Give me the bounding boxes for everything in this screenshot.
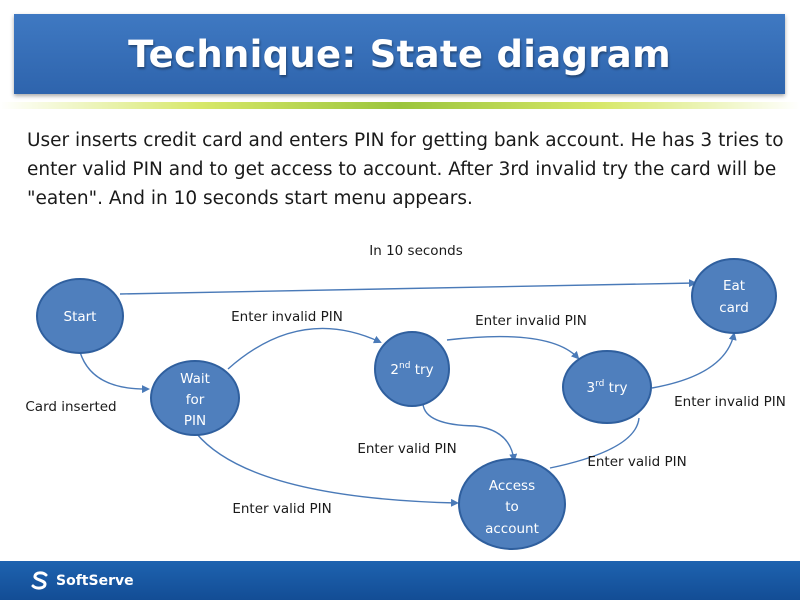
state-second-try-label: 2nd try — [390, 361, 433, 378]
page-title: Technique: State diagram — [128, 32, 671, 76]
state-third-try — [562, 350, 652, 424]
state-eat-label-line1: Eat — [723, 278, 745, 294]
softserve-logo-icon — [31, 571, 48, 590]
label-timeout: In 10 seconds — [369, 243, 462, 259]
transition-timeout-line — [119, 279, 697, 295]
label-invalid-3: Enter invalid PIN — [674, 394, 786, 410]
transition-invalid-2-line — [446, 335, 580, 360]
state-wait-for-pin — [150, 360, 240, 436]
state-eat-label-line2: card — [719, 300, 749, 316]
description-text: User inserts credit card and enters PIN … — [27, 130, 784, 209]
transition-invalid-1-line — [227, 327, 382, 370]
state-eat-card — [691, 258, 777, 334]
label-invalid-1: Enter invalid PIN — [231, 309, 343, 325]
label-valid-from-second: Enter valid PIN — [357, 441, 456, 457]
state-third-try-label: 3rd try — [587, 379, 628, 396]
label-valid-from-third: Enter valid PIN — [587, 454, 686, 470]
label-invalid-2: Enter invalid PIN — [475, 313, 587, 329]
state-wait-label-line2: for — [186, 392, 205, 408]
accent-line — [0, 102, 800, 109]
transition-valid-from-wait-line — [195, 432, 459, 507]
softserve-logo: SoftServe — [30, 571, 134, 591]
transition-card-inserted-line — [79, 351, 150, 394]
state-start-label: Start — [64, 309, 97, 325]
label-card-inserted: Card inserted — [25, 399, 116, 415]
state-wait-label-line3: PIN — [184, 413, 206, 429]
state-access-label-line2: to — [505, 499, 519, 515]
footer-bar: SoftServe — [0, 561, 800, 600]
transition-valid-from-second-line — [422, 403, 518, 462]
state-access-account — [458, 458, 566, 550]
state-start — [36, 278, 124, 354]
state-wait-label-line1: Wait — [180, 371, 210, 387]
title-bar: Technique: State diagram — [14, 14, 785, 94]
logo-text: SoftServe — [56, 573, 134, 589]
label-valid-from-wait: Enter valid PIN — [232, 501, 331, 517]
transition-valid-from-third-line — [549, 417, 640, 469]
state-access-label-line3: account — [485, 521, 539, 537]
state-second-try — [374, 331, 450, 407]
state-access-label-line1: Access — [489, 478, 535, 494]
transition-invalid-3-line — [651, 332, 737, 389]
